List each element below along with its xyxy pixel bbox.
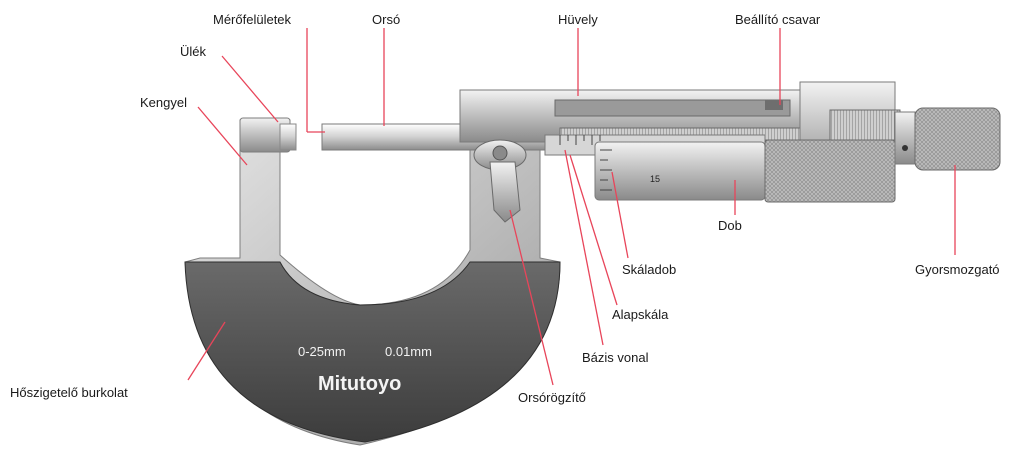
insulator-plate [184,261,561,443]
frame-resolution-text: 0.01mm [385,344,432,359]
label-dob: Dob [718,218,742,233]
frame-range-text: 0-25mm [298,344,346,359]
main-scale-ticks [559,135,601,145]
label-ulek: Ülék [180,44,207,59]
spindle-lock [473,139,527,223]
thimble-grip [764,139,896,203]
label-beallito-csavar: Beállító csavar [735,12,821,27]
brand-logo: Mitutoyo [318,373,401,395]
label-bazis-vonal: Bázis vonal [582,350,649,365]
label-gyorsmozgato: Gyorsmozgató [915,262,1000,277]
ratchet [914,107,1001,171]
label-skaladob: Skáladob [622,262,677,277]
thimble [594,141,766,201]
thimble-scale [600,149,612,191]
label-alapskala: Alapskála [612,307,669,322]
label-orsorogzito: Orsórögzítő [518,390,586,405]
label-orso: Orsó [372,12,401,27]
label-hoszigetelo-burkolat: Hőszigetelő burkolat [10,385,128,400]
thimble-number: 15 [650,174,660,184]
leader-lines [187,28,956,386]
label-huvely: Hüvely [558,12,598,27]
label-kengyel: Kengyel [140,95,187,110]
label-merofeluletek: Mérőfelületek [213,12,292,27]
